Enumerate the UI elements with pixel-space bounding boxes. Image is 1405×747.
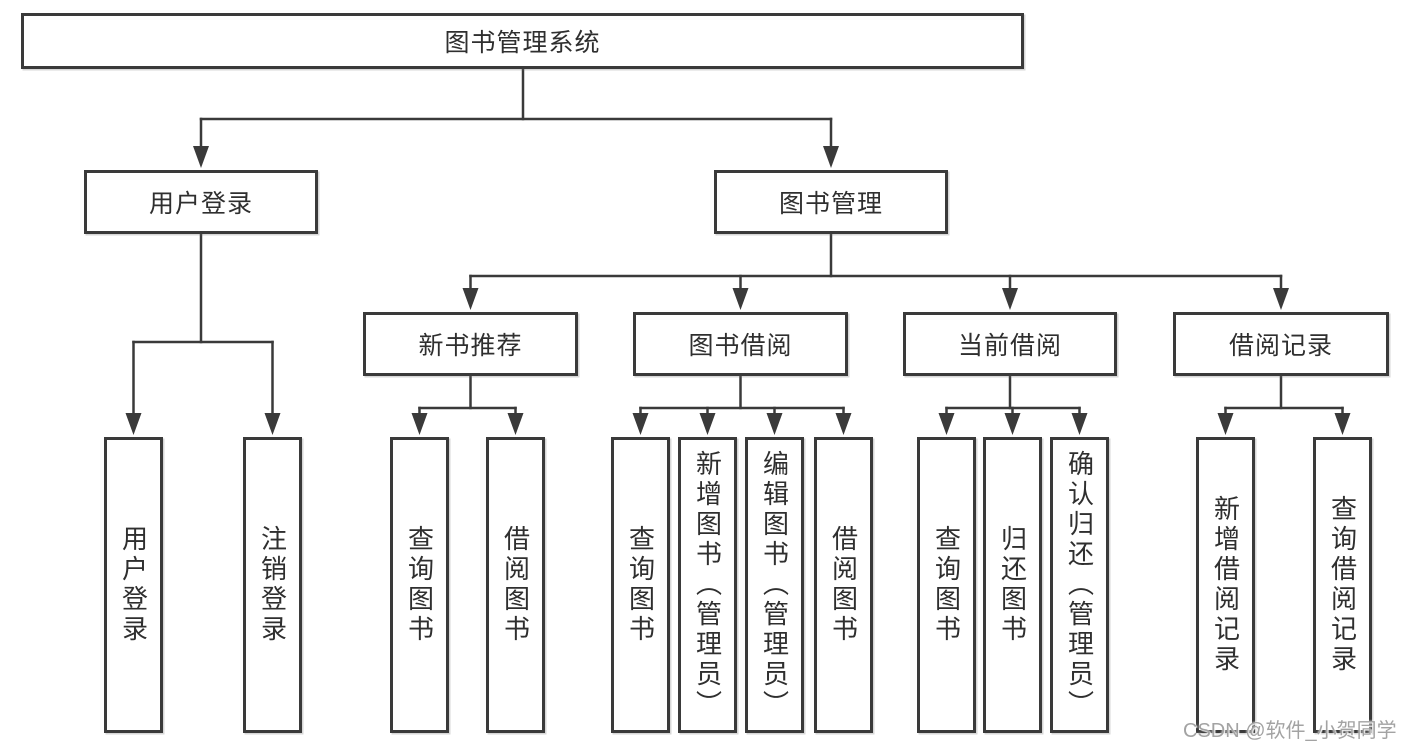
node-label: 查询借阅记录 [1327, 495, 1358, 675]
node-label: 新增借阅记录 [1210, 495, 1241, 675]
leaf-confirm-return-admin: 确认归还（管理员） [1050, 437, 1109, 733]
leaf-borrow-books-recommend: 借阅图书 [486, 437, 545, 733]
node-label: 编辑图书（管理员） [759, 450, 790, 720]
node-label: 查询图书 [931, 525, 962, 645]
node-label: 借阅图书 [828, 525, 859, 645]
node-label: 当前借阅 [957, 332, 1062, 360]
node-label: 用户登录 [118, 525, 149, 645]
node-label: 查询图书 [404, 525, 435, 645]
leaf-query-books-recommend: 查询图书 [390, 437, 449, 733]
node-new-book-recommendation: 新书推荐 [363, 312, 578, 376]
leaf-add-book-admin: 新增图书（管理员） [678, 437, 737, 733]
node-borrowing-records: 借阅记录 [1173, 312, 1389, 376]
node-label: 查询图书 [625, 525, 656, 645]
node-label: 归还图书 [997, 525, 1028, 645]
node-label: 确认归还（管理员） [1064, 450, 1095, 720]
node-user-login: 用户登录 [84, 170, 318, 234]
node-label: 图书管理系统 [444, 29, 601, 57]
node-label: 图书借阅 [688, 332, 793, 360]
node-book-borrowing: 图书借阅 [633, 312, 848, 376]
node-current-borrowing: 当前借阅 [903, 312, 1117, 376]
leaf-user-login: 用户登录 [104, 437, 163, 733]
node-label: 新书推荐 [418, 332, 523, 360]
node-library-management-system: 图书管理系统 [21, 13, 1024, 69]
leaf-edit-book-admin: 编辑图书（管理员） [745, 437, 804, 733]
watermark-text: CSDN @软件_小贺同学 [1183, 720, 1397, 742]
node-label: 借阅图书 [500, 525, 531, 645]
leaf-query-borrow-record: 查询借阅记录 [1313, 437, 1372, 733]
node-book-management: 图书管理 [714, 170, 948, 234]
leaf-query-books-borrowing: 查询图书 [611, 437, 670, 733]
leaf-borrow-books-borrowing: 借阅图书 [814, 437, 873, 733]
leaf-return-books: 归还图书 [983, 437, 1042, 733]
leaf-add-borrow-record: 新增借阅记录 [1196, 437, 1255, 733]
leaf-query-books-current: 查询图书 [917, 437, 976, 733]
node-label: 注销登录 [257, 525, 288, 645]
node-label: 借阅记录 [1228, 332, 1333, 360]
node-label: 用户登录 [148, 190, 253, 218]
node-label: 新增图书（管理员） [692, 450, 723, 720]
node-label: 图书管理 [778, 190, 883, 218]
leaf-logout: 注销登录 [243, 437, 302, 733]
